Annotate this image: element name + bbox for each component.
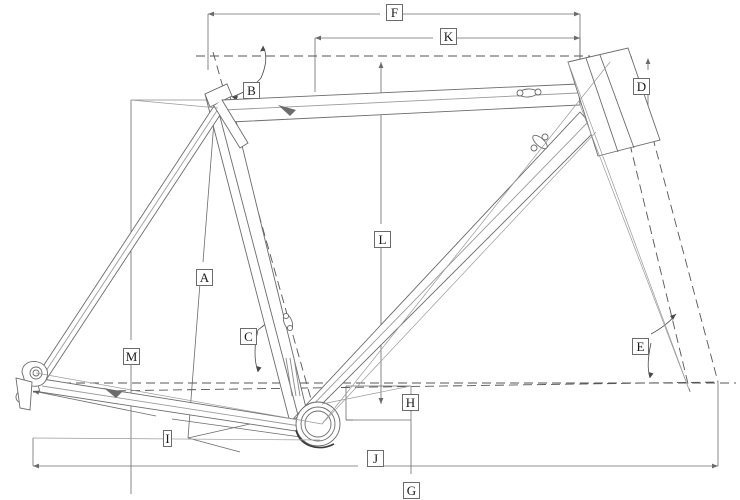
label-A: A [196, 269, 213, 286]
dimension-F [207, 11, 581, 70]
label-H: H [402, 394, 419, 411]
bb-cable-guides [285, 357, 301, 397]
label-B: B [243, 82, 260, 99]
label-F: F [386, 4, 403, 21]
chainstay [35, 377, 303, 433]
bottom-bracket [295, 401, 341, 449]
seat-tube [204, 83, 309, 431]
dimension-A-tail2 [187, 437, 241, 453]
dimension-J [32, 382, 719, 469]
label-D: D [633, 78, 650, 95]
label-E: E [632, 338, 649, 355]
label-K: K [440, 28, 457, 45]
label-C: C [240, 328, 257, 345]
dimension-K [314, 35, 581, 92]
axle-to-axle-dashed [32, 381, 719, 393]
frame-tubes [15, 47, 661, 449]
cable-stops [104, 105, 296, 398]
seat-tube-centerline [212, 51, 323, 439]
label-L: L [374, 231, 391, 248]
label-M: M [123, 348, 140, 365]
dimension-A-tail [187, 423, 251, 439]
down-tube [291, 111, 597, 421]
leader-E [647, 313, 677, 379]
seatstay [37, 105, 223, 381]
construction-lines [32, 61, 691, 441]
label-J: J [367, 450, 384, 467]
seat-tube-top [204, 83, 233, 108]
label-G: G [403, 482, 420, 499]
rear-dropout [15, 361, 49, 411]
label-I: I [163, 430, 172, 447]
seatstay-junction [213, 99, 249, 149]
head-tube [567, 47, 661, 157]
